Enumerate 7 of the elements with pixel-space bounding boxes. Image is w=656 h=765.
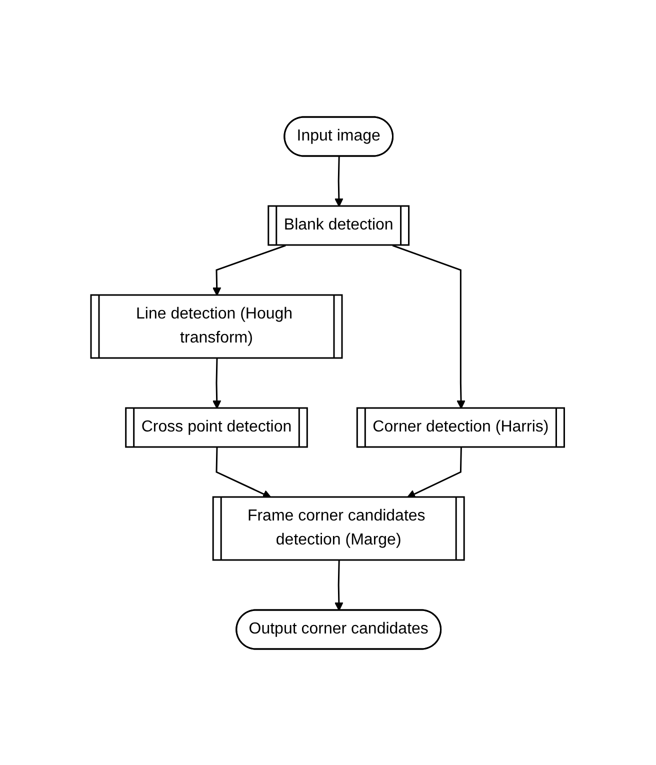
arrow <box>212 358 222 408</box>
arrow <box>334 560 344 610</box>
arrow <box>212 244 286 296</box>
arrow <box>407 446 462 498</box>
arrow <box>216 446 272 498</box>
arrow <box>334 156 344 206</box>
arrow <box>392 244 466 408</box>
